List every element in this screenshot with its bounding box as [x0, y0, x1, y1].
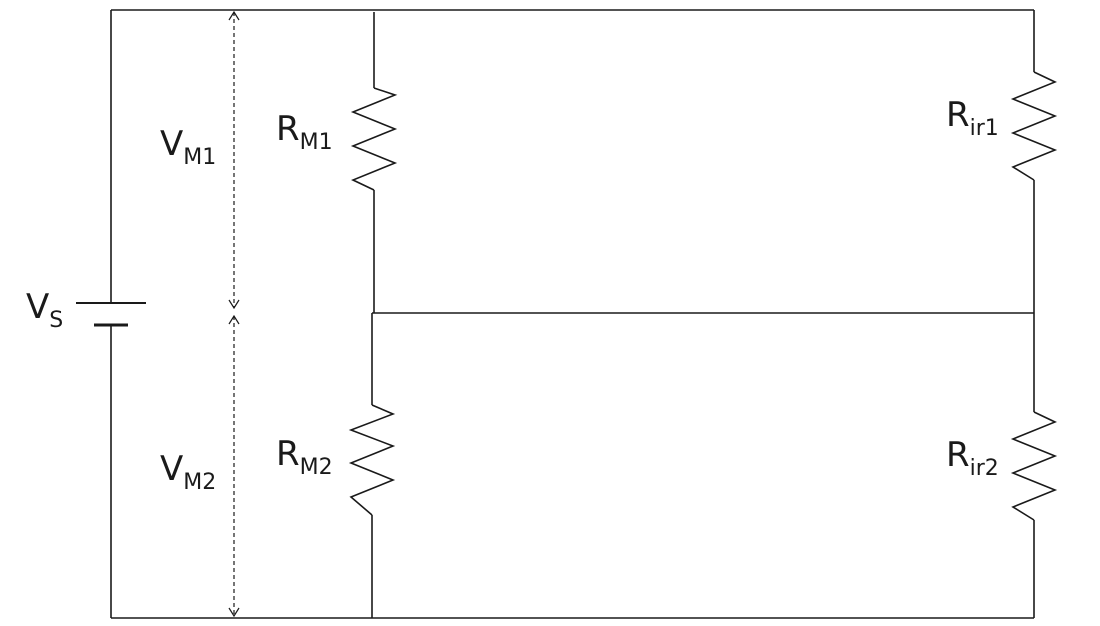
vm1-arrow-bottom — [228, 299, 240, 310]
label-rir2-main: R — [946, 435, 970, 475]
resistor-rir2 — [1010, 411, 1058, 521]
resistor-rir1 — [1010, 71, 1058, 181]
label-vm2-sub: M2 — [183, 470, 216, 495]
label-vm2-main: V — [160, 449, 183, 489]
label-rir2-sub: ir2 — [970, 456, 999, 481]
vm1-arrow-top — [228, 10, 240, 21]
resistor-rm1 — [350, 87, 398, 191]
label-rir1-main: R — [946, 95, 970, 135]
label-vm2: VM2 — [160, 449, 216, 495]
label-rm2: RM2 — [276, 434, 333, 480]
label-rm1-sub: M1 — [300, 130, 333, 155]
label-rir2: Rir2 — [946, 435, 999, 481]
label-rm1-main: R — [276, 109, 300, 149]
vm2-arrow-bottom — [228, 607, 240, 618]
label-rm2-main: R — [276, 434, 300, 474]
resistor-rm2 — [348, 404, 396, 516]
vm2-arrow-top — [228, 314, 240, 325]
label-vs-main: V — [26, 287, 49, 327]
label-rir1: Rir1 — [946, 95, 999, 141]
label-vs: VS — [26, 287, 63, 333]
label-rm2-sub: M2 — [300, 455, 333, 480]
label-vm1: VM1 — [160, 124, 216, 170]
label-vm1-sub: M1 — [183, 145, 216, 170]
label-rir1-sub: ir1 — [970, 116, 999, 141]
label-vm1-main: V — [160, 124, 183, 164]
label-vs-sub: S — [49, 308, 63, 333]
label-rm1: RM1 — [276, 109, 333, 155]
